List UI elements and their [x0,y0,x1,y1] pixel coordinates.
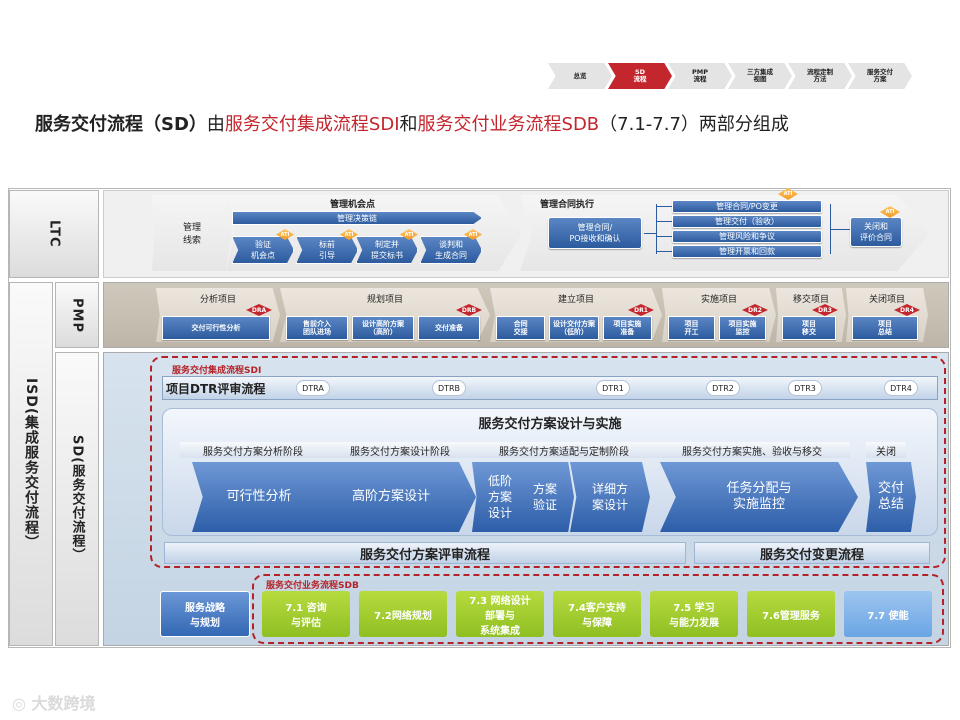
ltc-decision-chain: 管理决策链 [232,211,482,225]
sdb-item: 7.4客户支持 与保障 [553,591,641,637]
sdb-item: 7.5 学习 与能力发展 [650,591,738,637]
dr-diamond: DRA [246,304,272,316]
sd-band-label: SD(服务交付流程） [55,352,99,646]
review-flow: 服务交付方案评审流程 [164,542,686,564]
ltc-exec-item: 管理开票和回款 [672,245,822,258]
sdi-boundary [150,356,946,568]
atr-diamond: ATI [340,229,358,240]
stage-label: 关闭 [866,442,906,458]
atr-diamond: ATI [276,229,294,240]
sdi-step: 详细方 案设计 [570,462,650,532]
pmp-task: 项目实施 监控 [719,316,766,340]
watermark: ◎ 大数跨境 [12,694,96,713]
service-strategy: 服务战略 与规划 [160,591,250,637]
atr-diamond: ATI [880,206,900,218]
sdi-step: 交付 总结 [866,462,916,532]
watermark-logo-icon: ◎ [12,694,32,713]
ltc-connector-right [830,229,850,230]
ltc-opp-step: 标前 引导 [296,236,358,264]
stage-label: 服务交付方案实施、验收与移交 [654,442,850,458]
ltc-connector [657,251,672,252]
sdi-label: 服务交付集成流程SDI [172,366,262,376]
pmp-phase-title: 规划项目 [366,295,403,305]
pmp-phase-title: 分析项目 [199,295,236,305]
sdb-item: 7.3 网络设计 部署与 系统集成 [456,591,544,637]
ltc-connector [657,221,672,222]
breadcrumb-item[interactable]: 三方集成 视图 [728,63,792,89]
pmp-task: 设计高阶方案 （高阶） [352,316,414,340]
ltc-connector [657,206,672,207]
sdi-step: 任务分配与 实施监控 [660,462,858,532]
sdb-item: 7.6管理服务 [747,591,835,637]
sdi-step: 方案 验证 [516,462,574,532]
pmp-task: 项目 开工 [668,316,715,340]
breadcrumb-item[interactable]: 流程定制 方法 [788,63,852,89]
ltc-bracket [656,204,657,254]
ltc-opp-step: 验证 机会点 [232,236,294,264]
pmp-task: 设计交付方案 （低阶） [549,316,599,340]
sdi-step: 高阶方案设计 [306,462,476,532]
ltc-contract-title: 管理合同执行 [540,200,595,210]
pmp-task: 售前介入 团队进场 [286,316,348,340]
ltc-opp-step: 制定并 提交标书 [356,236,418,264]
ltc-po: 管理合同/ PO接收和确认 [548,217,642,249]
ltc-opp-title: 管理机会点 [330,200,376,210]
page-title: 服务交付流程（SD）由服务交付集成流程SDI和服务交付业务流程SDB（7.1-7… [35,114,789,135]
dtr-point: DTR1 [596,380,630,396]
atr-diamond: ATI [400,229,418,240]
ltc-exec-item: 管理风险和争议 [672,230,822,243]
isd-band-label: ISD(集成服务交付流程） [9,282,53,646]
sdb-item: 7.2网络规划 [359,591,447,637]
design-title: 服务交付方案设计与实施 [478,417,622,432]
breadcrumb-item[interactable]: 服务交付 方案 [848,63,912,89]
breadcrumb-item[interactable]: PMP 流程 [668,63,732,89]
pmp-band-label: PMP [55,282,99,348]
pmp-phase-title: 实施项目 [700,295,737,305]
ltc-connector [657,236,672,237]
stage-label: 服务交付方案设计阶段 [326,442,474,458]
ltc-band-label: LTC [9,190,99,278]
pmp-phase-title: 关闭项目 [868,295,905,305]
pmp-task: 项目 总结 [852,316,918,340]
ltc-lead: 管理 线索 [152,195,232,271]
dtr-point: DTR4 [884,380,918,396]
dr-diamond: DR4 [894,304,920,316]
breadcrumb-item[interactable]: 总览 [548,63,612,89]
ltc-exec-item: 管理合同/PO变更 [672,200,822,213]
pmp-task: 交付准备 [418,316,480,340]
sdb-boundary [252,574,944,644]
sdb-item: 7.1 咨询 与评估 [262,591,350,637]
dtr-point: DTRB [432,380,466,396]
dr-diamond: DR2 [742,304,768,316]
pmp-task: 合同 交接 [496,316,546,340]
pmp-task: 项目实施 准备 [602,316,652,340]
sdi-step: 可行性分析 [192,462,326,532]
dtr-point: DTRA [296,380,330,396]
dtr-point: DTR2 [706,380,740,396]
pmp-phase-title: 建立项目 [557,295,594,305]
dtr-point: DTR3 [788,380,822,396]
dtr-title: 项目DTR评审流程 [166,382,266,396]
atr-diamond: ATI [464,229,482,240]
ltc-exec-item: 管理交付（验收） [672,215,822,228]
pmp-task: 交付可行性分析 [162,316,270,340]
stage-label: 服务交付方案适配与定制阶段 [474,442,654,458]
breadcrumb-item[interactable]: SD 流程 [608,63,672,89]
ltc-opp-step: 谈判和 生成合同 [420,236,482,264]
stage-label: 服务交付方案分析阶段 [180,442,326,458]
pmp-task: 项目 移交 [782,316,836,340]
ltc-connector [644,233,656,234]
dr-diamond: DRB [456,304,482,316]
ltc-close-contract: 关闭和 评价合同 [850,217,902,247]
pmp-phase-title: 移交项目 [792,295,829,305]
sdb-item: 7.7 使能 [844,591,932,637]
dr-diamond: DR1 [628,304,654,316]
change-flow: 服务交付变更流程 [694,542,930,564]
dr-diamond: DR3 [812,304,838,316]
sdb-label: 服务交付业务流程SDB [266,581,359,591]
atr-diamond: ATI [778,188,798,200]
